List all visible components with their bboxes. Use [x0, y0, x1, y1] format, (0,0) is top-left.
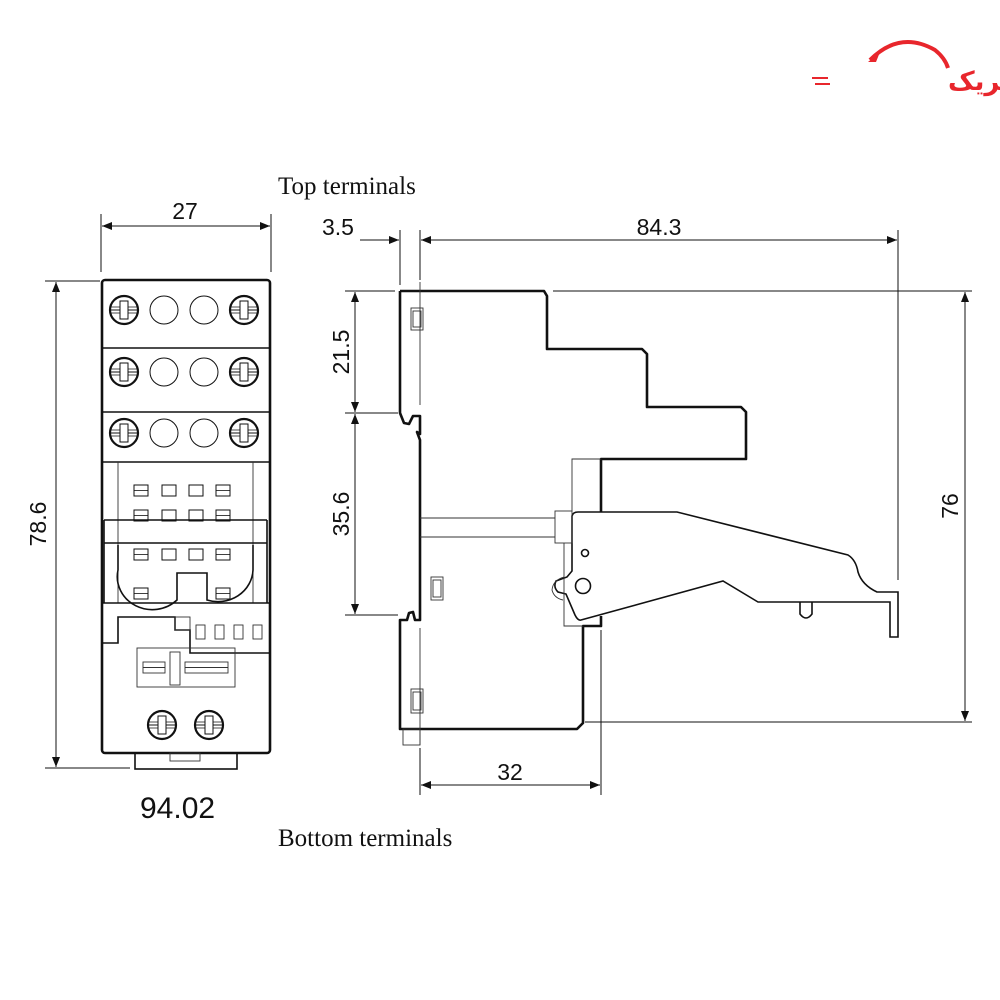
- dimension-rail-height: 35.6: [328, 414, 359, 614]
- dimension-base-depth: 32: [419, 630, 602, 795]
- dim-label-78-6: 78.6: [25, 502, 51, 547]
- dimension-upper-height: 21.5: [328, 290, 398, 616]
- front-view: [100, 278, 272, 770]
- caption-bottom-terminals: Bottom terminals: [278, 825, 452, 852]
- dim-label-32: 32: [497, 759, 523, 785]
- side-view: [398, 282, 899, 746]
- logo-swoosh-icon: [868, 40, 950, 69]
- dim-label-21-5: 21.5: [328, 330, 354, 375]
- dim-label-76: 76: [937, 493, 963, 519]
- coil-indicator-slots: [195, 624, 263, 640]
- dimension-side-depth: 84.3: [421, 214, 897, 244]
- dimension-front-height: 78.6: [25, 280, 130, 769]
- dim-label-35-6: 35.6: [328, 492, 354, 537]
- logo-text: آرتا الکتریک: [948, 65, 1000, 97]
- top-terminal-row-3: [108, 417, 260, 449]
- dimension-front-width: 27: [100, 198, 272, 272]
- caption-top-terminals: Top terminals: [278, 173, 416, 200]
- dimension-rail-offset: 3.5: [322, 214, 899, 580]
- model-number: 94.02: [140, 792, 215, 825]
- dim-label-84-3: 84.3: [637, 214, 682, 240]
- top-terminal-row-2: [108, 356, 260, 388]
- dim-label-3-5: 3.5: [322, 214, 354, 240]
- relay-contact-slots: [133, 484, 231, 600]
- top-terminal-row-1: [108, 294, 260, 326]
- dimension-side-height: 76: [553, 290, 972, 723]
- dim-label-27: 27: [172, 198, 198, 224]
- bottom-terminals: [146, 709, 225, 741]
- brand-logo: آرتا الکتریک: [812, 40, 1000, 97]
